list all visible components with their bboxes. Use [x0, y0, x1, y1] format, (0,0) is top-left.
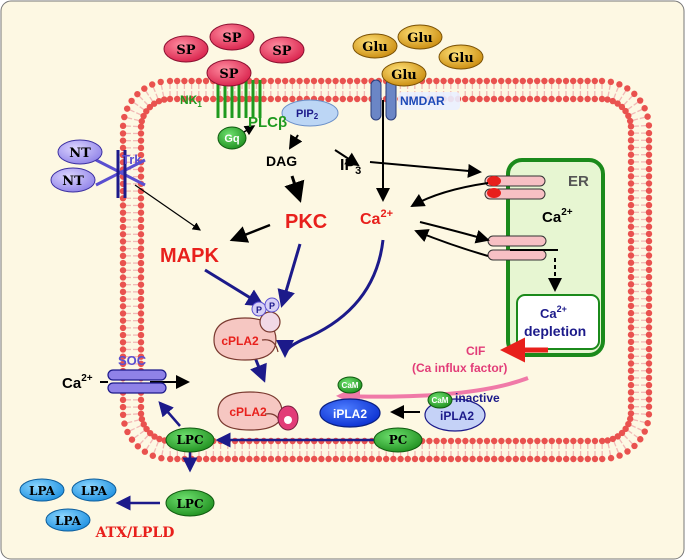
- cam-bound: [337, 376, 363, 394]
- arrow-pkc-mapk: [229, 223, 271, 243]
- phospho-p-2: P: [269, 301, 275, 311]
- pip2-lipid: [281, 99, 339, 127]
- lpc-inner: [165, 427, 215, 453]
- glu-label-1: Glu: [362, 40, 388, 55]
- pc-lipid: [373, 427, 423, 453]
- ipla2-active-label: iPLA2: [333, 407, 367, 421]
- phospho-site-2: [264, 297, 280, 313]
- lpa-label-1: LPA: [29, 484, 56, 498]
- arrow-mapk-cpla2: [204, 268, 265, 307]
- arrow-ca-er: [419, 221, 490, 244]
- sp-ligand-1: [163, 35, 209, 63]
- soc-label: SOC: [118, 353, 147, 368]
- er-ca-label: Ca2+: [542, 207, 573, 226]
- cpla2-lower-label: cPLA2: [229, 405, 267, 419]
- gq-protein: [217, 126, 247, 150]
- lpa-2: [71, 478, 117, 502]
- depletion-ca-label: Ca2+: [540, 304, 567, 321]
- arrow-pkc-cpla2: [277, 243, 302, 308]
- ipla2-active: [319, 398, 381, 428]
- lpa-label-2: LPA: [81, 484, 108, 498]
- nt-label-1: NT: [69, 146, 91, 161]
- inactive-label: inactive: [455, 391, 500, 405]
- arrow-pip2-ip3: [334, 149, 360, 167]
- cam-inactive: [427, 391, 453, 409]
- arrow-lpc-soc: [158, 401, 181, 427]
- sp-ligand-3: [259, 36, 305, 64]
- arrow-er-ca-1: [410, 182, 489, 207]
- arrow-dag-pkc: [284, 175, 305, 203]
- nk1-receptor: [216, 80, 262, 118]
- phospho-p-1: P: [256, 305, 262, 315]
- mapk-label: MAPK: [160, 245, 219, 267]
- er-release-channel: [487, 235, 547, 261]
- ipla2-inactive-label: iPLA2: [440, 409, 474, 423]
- sp-label-2: SP: [222, 31, 241, 46]
- arrow-pip2-dag: [288, 134, 303, 150]
- cpla2-lower-enzyme: [217, 391, 299, 431]
- arrow-ip3-er: [369, 161, 482, 178]
- plcb-label: PLCβ: [248, 114, 287, 131]
- pc-label: PC: [389, 433, 408, 447]
- calcium-depletion-box: [516, 294, 600, 350]
- atx-lpld-label: ATX/LPLD: [95, 525, 175, 541]
- cam-label-1: CaM: [342, 381, 359, 390]
- glu-label-4: Glu: [391, 68, 417, 83]
- glu-ligand-3: [438, 44, 484, 70]
- ca-extracellular-label: Ca2+: [62, 373, 93, 392]
- trk-label: Trk: [122, 152, 142, 167]
- lpc-outer-label: LPC: [176, 497, 203, 511]
- glu-ligand-4: [381, 61, 427, 87]
- glu-label-3: Glu: [448, 51, 474, 66]
- nt-ligand-1: [57, 139, 103, 165]
- lpa-3: [45, 508, 91, 532]
- nt-label-2: NT: [62, 174, 84, 189]
- sp-ligand-4: [206, 59, 252, 87]
- ca-cytosolic-label: Ca2+: [360, 208, 393, 228]
- gq-label: Gq: [224, 133, 239, 145]
- cam-label-2: CaM: [432, 396, 449, 405]
- sp-label-1: SP: [176, 43, 195, 58]
- arrow-ca-cpla2: [276, 239, 385, 358]
- soc-channel: [107, 369, 167, 394]
- glu-label-2: Glu: [407, 31, 433, 46]
- glu-ligand-2: [397, 24, 443, 50]
- pkc-label: PKC: [285, 211, 327, 233]
- sp-ligand-2: [209, 23, 255, 51]
- lpc-inner-label: LPC: [176, 433, 203, 447]
- nt-ligand-2: [50, 167, 96, 193]
- dag-label: DAG: [266, 153, 297, 169]
- cif-full-label: (Ca influx factor): [412, 361, 507, 375]
- er-label: ER: [568, 173, 589, 190]
- lpa-label-3: LPA: [55, 514, 82, 528]
- trk-receptor: [95, 150, 146, 198]
- nmdar-label: NMDAR: [400, 94, 445, 108]
- pip2-label: PIP2: [296, 108, 319, 121]
- arrow-er-ca-2: [414, 229, 489, 257]
- cpla2-upper-enzyme: [213, 297, 281, 361]
- cpla2-upper-label: cPLA2: [221, 334, 259, 348]
- arrow-trk-mapk: [134, 184, 201, 231]
- arrow-cif-ipla2: [336, 376, 529, 409]
- nk1-label: NK1: [180, 93, 202, 109]
- nmdar-channel: [370, 79, 460, 121]
- sp-label-3: SP: [272, 44, 291, 59]
- er-ip3-receptor: [484, 175, 546, 200]
- depletion-label: depletion: [524, 323, 586, 339]
- lpc-outer: [165, 489, 215, 517]
- glu-ligand-1: [352, 33, 398, 59]
- sp-label-4: SP: [219, 67, 238, 82]
- cif-label: CIF: [466, 344, 485, 358]
- arrow-gq-plcb: [243, 125, 256, 136]
- lpa-1: [19, 478, 65, 502]
- ip3-label: IP3: [340, 157, 361, 177]
